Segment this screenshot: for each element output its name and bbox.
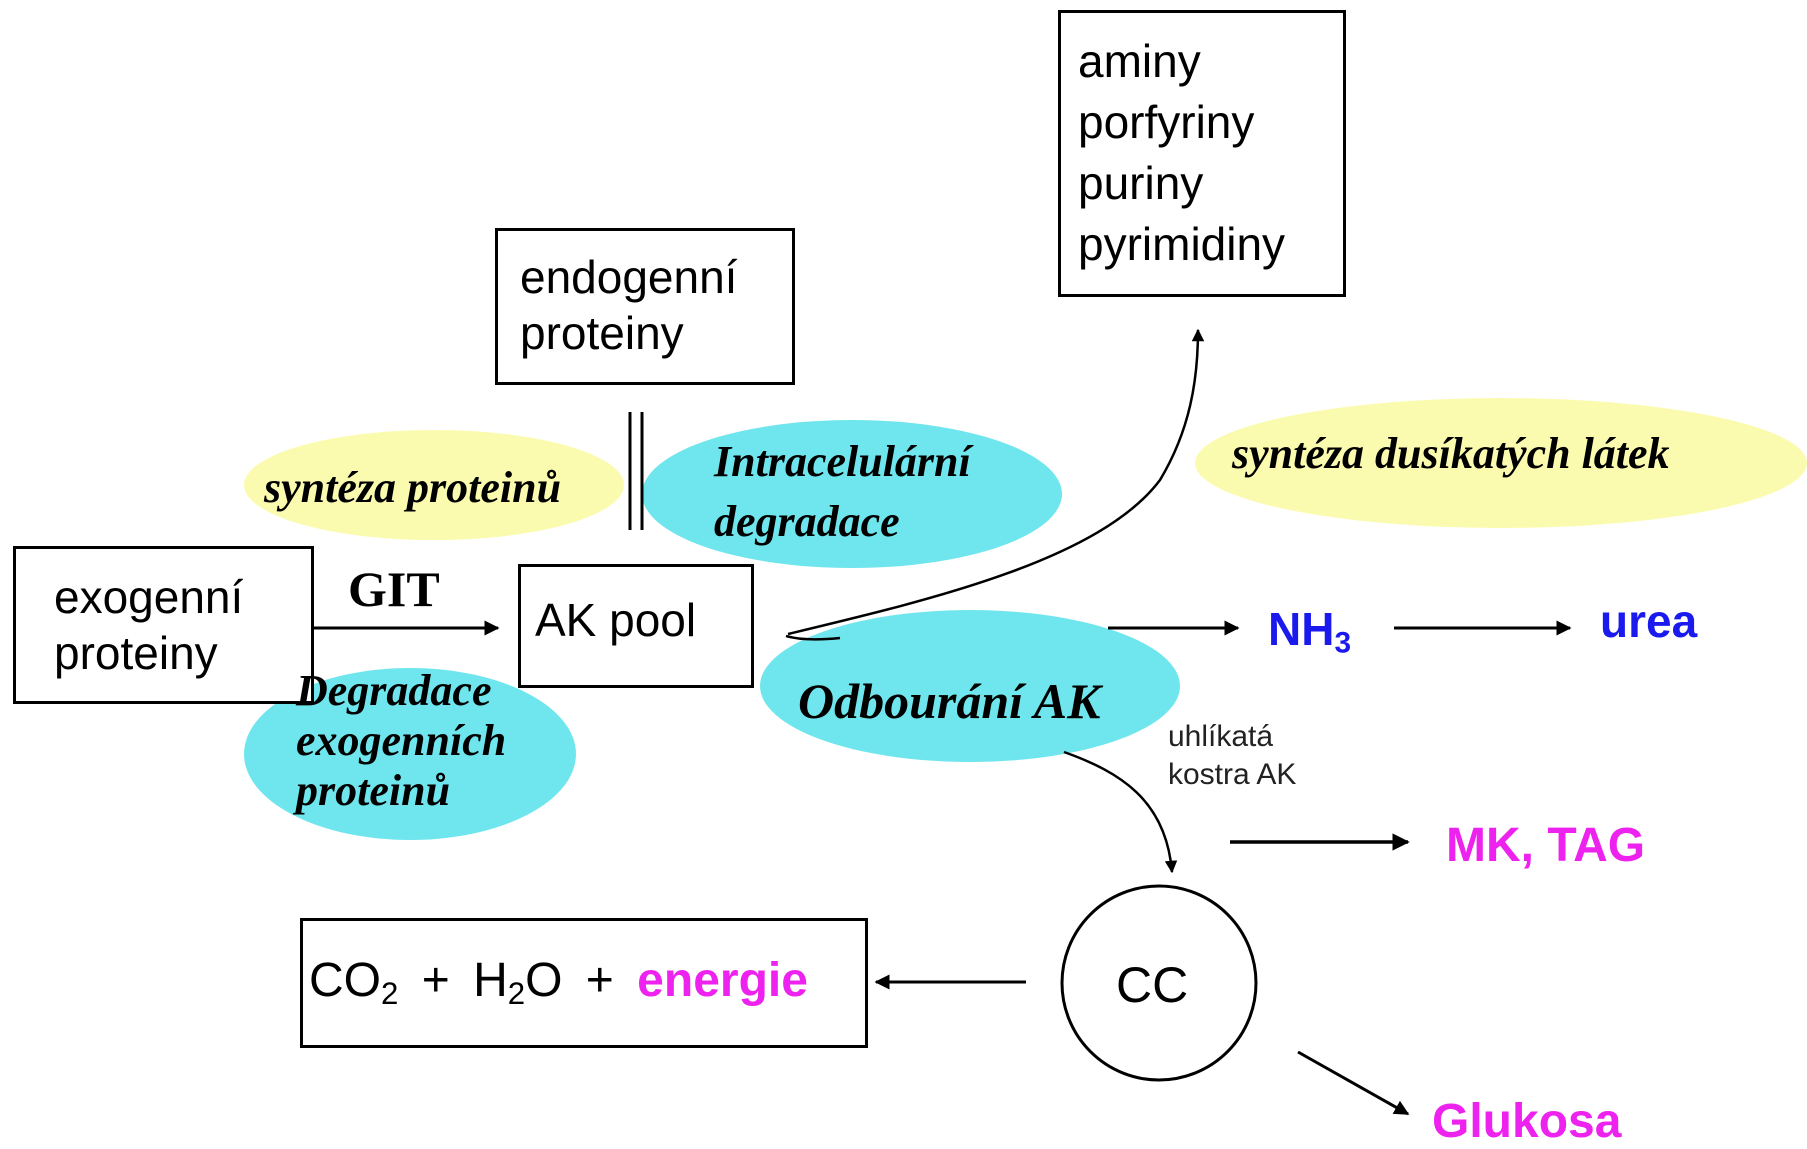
- git-label: GIT: [348, 561, 440, 617]
- connector-pool-catabolism: [785, 634, 841, 641]
- nh3-label: NH3: [1268, 603, 1352, 660]
- ellipse-aa-catabolism: [760, 610, 1180, 762]
- cc-circle: [1060, 884, 1258, 1082]
- arrow-to-cc: [1063, 750, 1178, 874]
- nitrogen-compound-3: puriny: [1078, 157, 1204, 209]
- nitrogen-compound-2: porfyriny: [1078, 96, 1255, 148]
- box-ak-pool: AK pool: [518, 564, 754, 688]
- intracellular-degradation-label: Intracelulární degradace: [714, 437, 971, 546]
- exogenous-line-2: proteiny: [54, 627, 218, 679]
- urea-label: urea: [1600, 595, 1698, 647]
- ak-pool-label: AK pool: [535, 594, 697, 646]
- ellipse-nitrogen-synthesis: [1195, 398, 1807, 528]
- carbon-skeleton-label: uhlíkatá kostra AK: [1168, 720, 1297, 791]
- nitrogen-synthesis-label: syntéza dusíkatých látek: [1232, 429, 1670, 478]
- protein-synthesis-label: syntéza proteinů: [264, 463, 562, 512]
- ellipse-intracellular-degradation: [642, 420, 1062, 568]
- plus-sign-1: +: [421, 954, 450, 1007]
- endogenous-line-2: proteiny: [520, 307, 684, 359]
- exogenous-degradation-label: Degradace exogenních proteinů: [296, 666, 507, 815]
- nitrogen-compound-4: pyrimidiny: [1078, 218, 1286, 270]
- box-nitrogen-compounds: aminy porfyriny puriny pyrimidiny: [1058, 10, 1346, 297]
- aa-catabolism-label: Odbourání AK: [798, 673, 1101, 729]
- nitrogen-compound-1: aminy: [1078, 35, 1201, 87]
- cc-label: CC: [1116, 957, 1189, 1013]
- box-exogenous-proteins: exogenní proteiny: [13, 546, 314, 704]
- energy-label: energie: [637, 954, 808, 1007]
- box-endogenous-proteins: endogenní proteiny: [495, 228, 795, 385]
- arrow-to-nitrogen-compounds: [787, 328, 1205, 636]
- fatty-acids-label: MK, TAG: [1446, 819, 1646, 872]
- glucose-label: Glukosa: [1432, 1095, 1622, 1148]
- arrow-to-glucose: [1297, 1050, 1410, 1116]
- plus-sign-2: +: [585, 954, 614, 1007]
- co2-label: CO2: [309, 954, 399, 1011]
- ellipse-protein-synthesis: [244, 430, 624, 540]
- h2o-label: H2O: [473, 954, 563, 1011]
- endogenous-line-1: endogenní: [520, 251, 738, 303]
- exogenous-line-1: exogenní: [54, 571, 244, 623]
- box-products: CO2 + H2O + energie: [300, 918, 868, 1048]
